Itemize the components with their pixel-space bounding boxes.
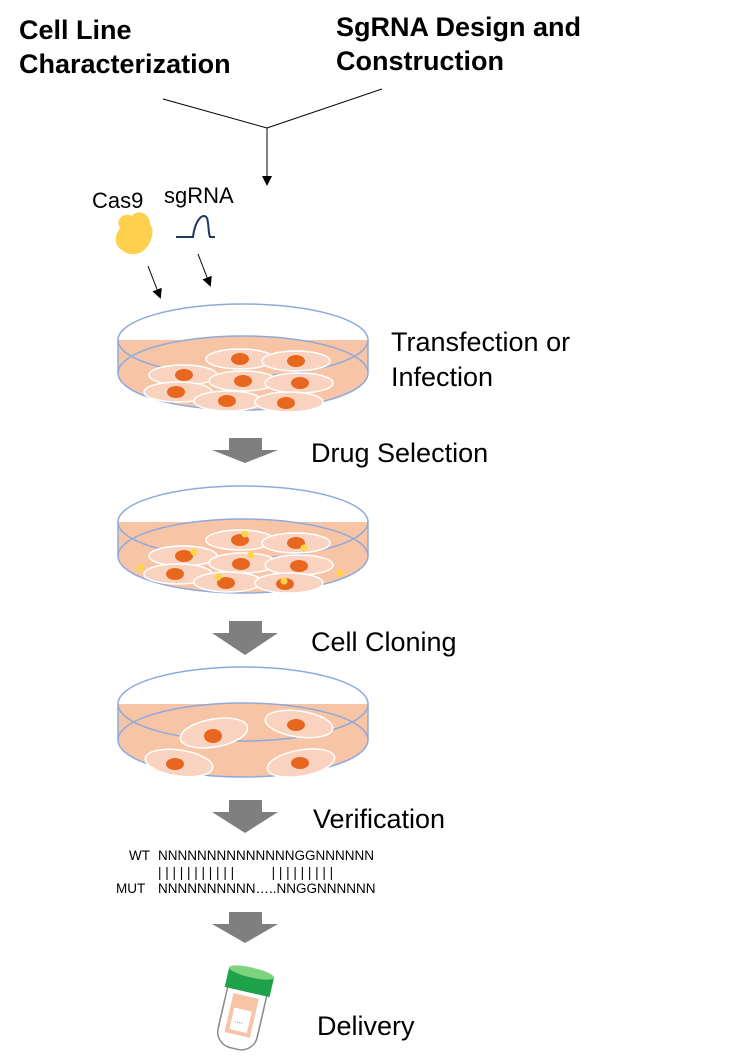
- petri-dish-transfection: [117, 303, 369, 413]
- sample-tube-icon: ....: [217, 965, 275, 1051]
- title-cell-line-characterization: Cell Line Characterization: [19, 13, 231, 81]
- alignment-mut-label: MUT: [116, 881, 146, 896]
- cas9-arrow: [147, 265, 162, 299]
- step-cell-cloning: Cell Cloning: [311, 627, 457, 657]
- step-arrow-2: [212, 621, 278, 655]
- step-arrow-1: [212, 438, 278, 463]
- merge-line-left: [162, 98, 268, 129]
- title-right-line-2: Construction: [336, 46, 504, 76]
- step-arrow-3: [212, 800, 278, 833]
- step-transfection-line-1: Transfection or: [391, 327, 571, 357]
- label-cas9: Cas9: [92, 188, 144, 213]
- petri-dish-cell-cloning: [117, 666, 369, 778]
- cell-group: [143, 529, 334, 594]
- alignment-mut-sequence: NNNNNNNNNN…..NNGGNNNNNN: [158, 881, 376, 896]
- alignment-match-bars: | | | | | | | | | | | | | | | | | | | |: [158, 865, 334, 880]
- merge-line-right: [266, 88, 383, 129]
- sgrna-icon: [176, 215, 215, 238]
- step-arrow-4: [212, 912, 278, 943]
- alignment-wt-sequence: NNNNNNNNNNNNNNGGNNNNNN: [158, 848, 374, 863]
- clone-cells: [144, 709, 336, 778]
- title-right-line-1: SgRNA Design and: [336, 12, 582, 42]
- drug-particles: [136, 530, 344, 585]
- cas9-icon: [115, 212, 153, 255]
- title-sgrna-design: SgRNA Design and Construction: [336, 10, 581, 78]
- petri-dish-drug-selection: [117, 485, 369, 594]
- title-left-line-2: Characterization: [19, 49, 231, 79]
- cell-group: [143, 348, 334, 413]
- svg-text:....: ....: [234, 1015, 245, 1026]
- step-verification: Verification: [313, 804, 446, 834]
- sgrna-arrow: [197, 253, 212, 287]
- label-sgrna: sgRNA: [164, 183, 234, 208]
- step-drug-selection: Drug Selection: [311, 438, 489, 468]
- alignment-wt-label: WT: [129, 848, 150, 863]
- step-transfection-line-2: Infection: [391, 362, 494, 392]
- title-left-line-1: Cell Line: [19, 15, 132, 45]
- step-transfection: Transfection or Infection: [391, 325, 570, 395]
- step-delivery: Delivery: [317, 1011, 415, 1041]
